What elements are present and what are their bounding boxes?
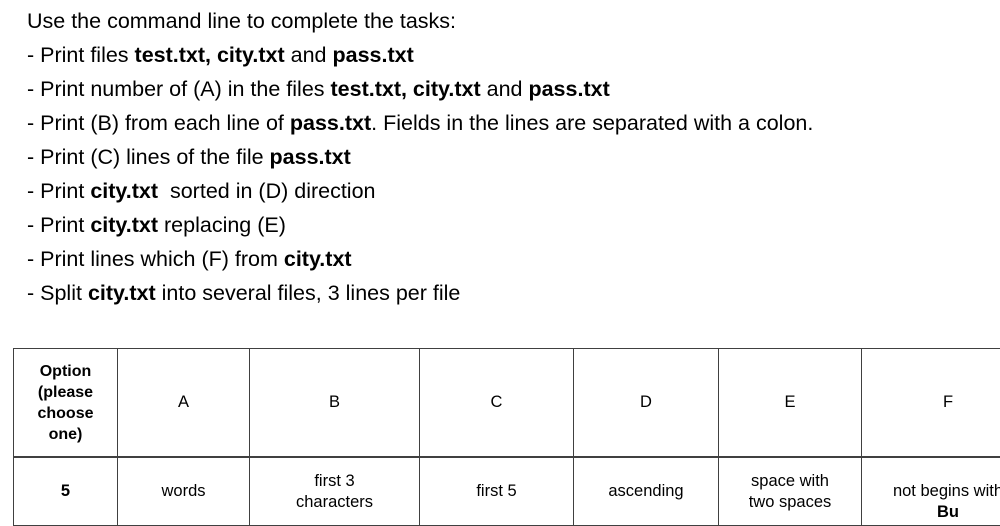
task-filename: test.txt, city.txt — [135, 43, 285, 67]
task-text: - Print (C) lines of the file — [27, 145, 270, 169]
task-text: . Fields in the lines are separated with… — [371, 111, 813, 135]
task-filename: pass.txt — [333, 43, 414, 67]
task-text: sorted in (D) direction — [158, 179, 375, 203]
task-print-c-lines: - Print (C) lines of the file pass.txt — [27, 140, 987, 174]
header-cell-b: B — [250, 349, 420, 458]
header-cell-e: E — [719, 349, 862, 458]
table-header-row: Option (please choose one) A B C D E F — [14, 349, 1000, 458]
task-text: and — [481, 77, 529, 101]
task-print-replacing-e: - Print city.txt replacing (E) — [27, 208, 987, 242]
cell-c-value: first 5 — [420, 457, 574, 526]
table-row: 5 words first 3 characters first 5 ascen… — [14, 457, 1000, 526]
task-print-number-a: - Print number of (A) in the files test.… — [27, 72, 987, 106]
task-filename: pass.txt — [528, 77, 609, 101]
task-filename: city.txt — [88, 281, 156, 305]
cell-e-value: space with two spaces — [719, 457, 862, 526]
task-text: - Print — [27, 213, 90, 237]
task-text: - Split — [27, 281, 88, 305]
task-filename: pass.txt — [270, 145, 351, 169]
cell-option-number: 5 — [14, 457, 118, 526]
cell-f-bold: Bu — [937, 503, 959, 521]
task-filename: city.txt — [90, 179, 158, 203]
cell-a-value: words — [118, 457, 250, 526]
task-filename: pass.txt — [290, 111, 371, 135]
task-print-lines-f: - Print lines which (F) from city.txt — [27, 242, 987, 276]
header-cell-option: Option (please choose one) — [14, 349, 118, 458]
task-text: replacing (E) — [158, 213, 286, 237]
task-text: - Print lines which (F) from — [27, 247, 284, 271]
task-split-file: - Split city.txt into several files, 3 l… — [27, 276, 987, 310]
header-cell-a: A — [118, 349, 250, 458]
task-filename: city.txt — [90, 213, 158, 237]
header-cell-f: F — [862, 349, 1000, 458]
task-intro: Use the command line to complete the tas… — [27, 4, 987, 38]
task-text: into several files, 3 lines per file — [156, 281, 461, 305]
task-filename: test.txt, city.txt — [331, 77, 481, 101]
cell-b-value: first 3 characters — [250, 457, 420, 526]
task-text: - Print — [27, 179, 90, 203]
cell-f-value: not begins with Bu — [862, 457, 1000, 526]
task-print-sorted-d: - Print city.txt sorted in (D) direction — [27, 174, 987, 208]
cell-f-prefix: not begins with — [893, 482, 1000, 500]
cell-d-value: ascending — [574, 457, 719, 526]
task-print-b-each-line: - Print (B) from each line of pass.txt. … — [27, 106, 987, 140]
task-text: - Print files — [27, 43, 135, 67]
task-print-files: - Print files test.txt, city.txt and pas… — [27, 38, 987, 72]
options-table: Option (please choose one) A B C D E F 5… — [13, 348, 1000, 526]
header-cell-c: C — [420, 349, 574, 458]
header-cell-d: D — [574, 349, 719, 458]
task-filename: city.txt — [284, 247, 352, 271]
header-option-label: Option (please choose one) — [37, 363, 93, 443]
task-list: Use the command line to complete the tas… — [27, 4, 987, 310]
task-text: - Print (B) from each line of — [27, 111, 290, 135]
task-text: - Print number of (A) in the files — [27, 77, 331, 101]
task-text: and — [285, 43, 333, 67]
